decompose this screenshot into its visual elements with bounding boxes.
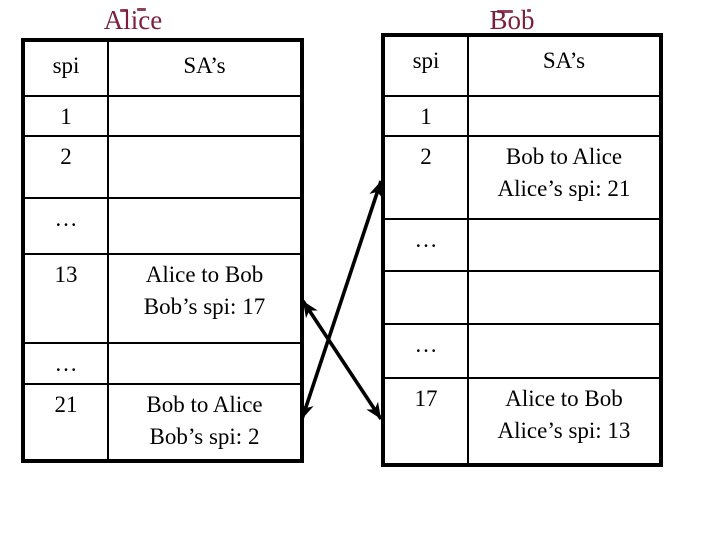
table-row: … — [385, 323, 659, 377]
sa-cell — [467, 325, 659, 377]
table-row — [385, 270, 659, 323]
spi-cell: 2 — [420, 144, 432, 169]
table-row: 17 Alice to Bob Alice’s spi: 13 — [385, 377, 659, 463]
table-header-row: spi SA’s — [385, 37, 659, 95]
spi-cell: … — [54, 206, 78, 231]
sa-cell — [107, 97, 300, 135]
spi-cell: 2 — [60, 144, 72, 169]
sa-line-2: Bob’s spi: 17 — [143, 294, 266, 319]
sa-cell — [467, 97, 659, 135]
table-row: 1 — [25, 95, 300, 135]
spi-cell: 13 — [54, 262, 78, 287]
sa-line-2: Alice’s spi: 13 — [497, 418, 631, 443]
spi-cell: … — [414, 227, 438, 252]
sa-line-1: Alice to Bob — [145, 262, 264, 287]
sa-line-1: Bob to Alice — [505, 144, 623, 169]
sa-cell: Alice to Bob Alice’s spi: 13 — [467, 379, 659, 463]
spi-cell — [385, 272, 467, 323]
table-row: … — [385, 218, 659, 270]
spi-cell: 1 — [420, 104, 432, 129]
sa-cell: Bob to Alice Alice’s spi: 21 — [467, 137, 659, 218]
table-row: 2 Bob to Alice Alice’s spi: 21 — [385, 135, 659, 218]
sa-line-2: Alice’s spi: 21 — [497, 176, 631, 201]
arrow-alice13-bob17 — [301, 300, 383, 420]
sa-column-header: SA’s — [467, 37, 659, 95]
spi-cell: 17 — [414, 386, 438, 411]
sa-cell: Bob to Alice Bob’s spi: 2 — [107, 385, 300, 459]
spi-cell: … — [414, 332, 438, 357]
sa-column-header: SA’s — [107, 42, 300, 95]
bob-table-title: Bob — [489, 5, 535, 35]
sa-line-1: Alice to Bob — [505, 386, 623, 411]
table-row: 21 Bob to Alice Bob’s spi: 2 — [25, 383, 300, 459]
sa-cell — [107, 344, 300, 383]
sa-cell — [467, 220, 659, 270]
table-row: 2 — [25, 135, 300, 197]
arrow-alice21-bob2 — [300, 180, 383, 420]
cropped-text-artifact — [120, 9, 128, 12]
spi-cell: … — [54, 351, 78, 376]
alice-sa-table: spi SA’s 1 2 … 13 Alice to Bob Bob’s spi… — [21, 38, 304, 463]
cropped-text-artifact — [137, 8, 146, 11]
table-row: … — [25, 342, 300, 383]
sa-cell — [107, 137, 300, 197]
sa-line-2: Bob’s spi: 2 — [149, 424, 260, 449]
table-row: … — [25, 197, 300, 253]
sa-cell — [107, 199, 300, 253]
spi-column-header: spi — [52, 53, 80, 78]
table-row: 13 Alice to Bob Bob’s spi: 17 — [25, 253, 300, 342]
spi-column-header: spi — [412, 48, 440, 73]
spi-cell: 21 — [54, 392, 78, 417]
table-header-row: spi SA’s — [25, 42, 300, 95]
cropped-text-artifact — [497, 10, 513, 13]
table-row: 1 — [385, 95, 659, 135]
bob-sa-table: spi SA’s 1 2 Bob to Alice Alice’s spi: 2… — [381, 33, 663, 467]
sa-line-1: Bob to Alice — [146, 392, 263, 417]
sa-cell: Alice to Bob Bob’s spi: 17 — [107, 255, 300, 342]
spi-cell: 1 — [60, 104, 72, 129]
cropped-text-artifact — [527, 9, 531, 12]
alice-table-title: Alice — [103, 5, 163, 35]
sa-cell — [467, 272, 659, 323]
